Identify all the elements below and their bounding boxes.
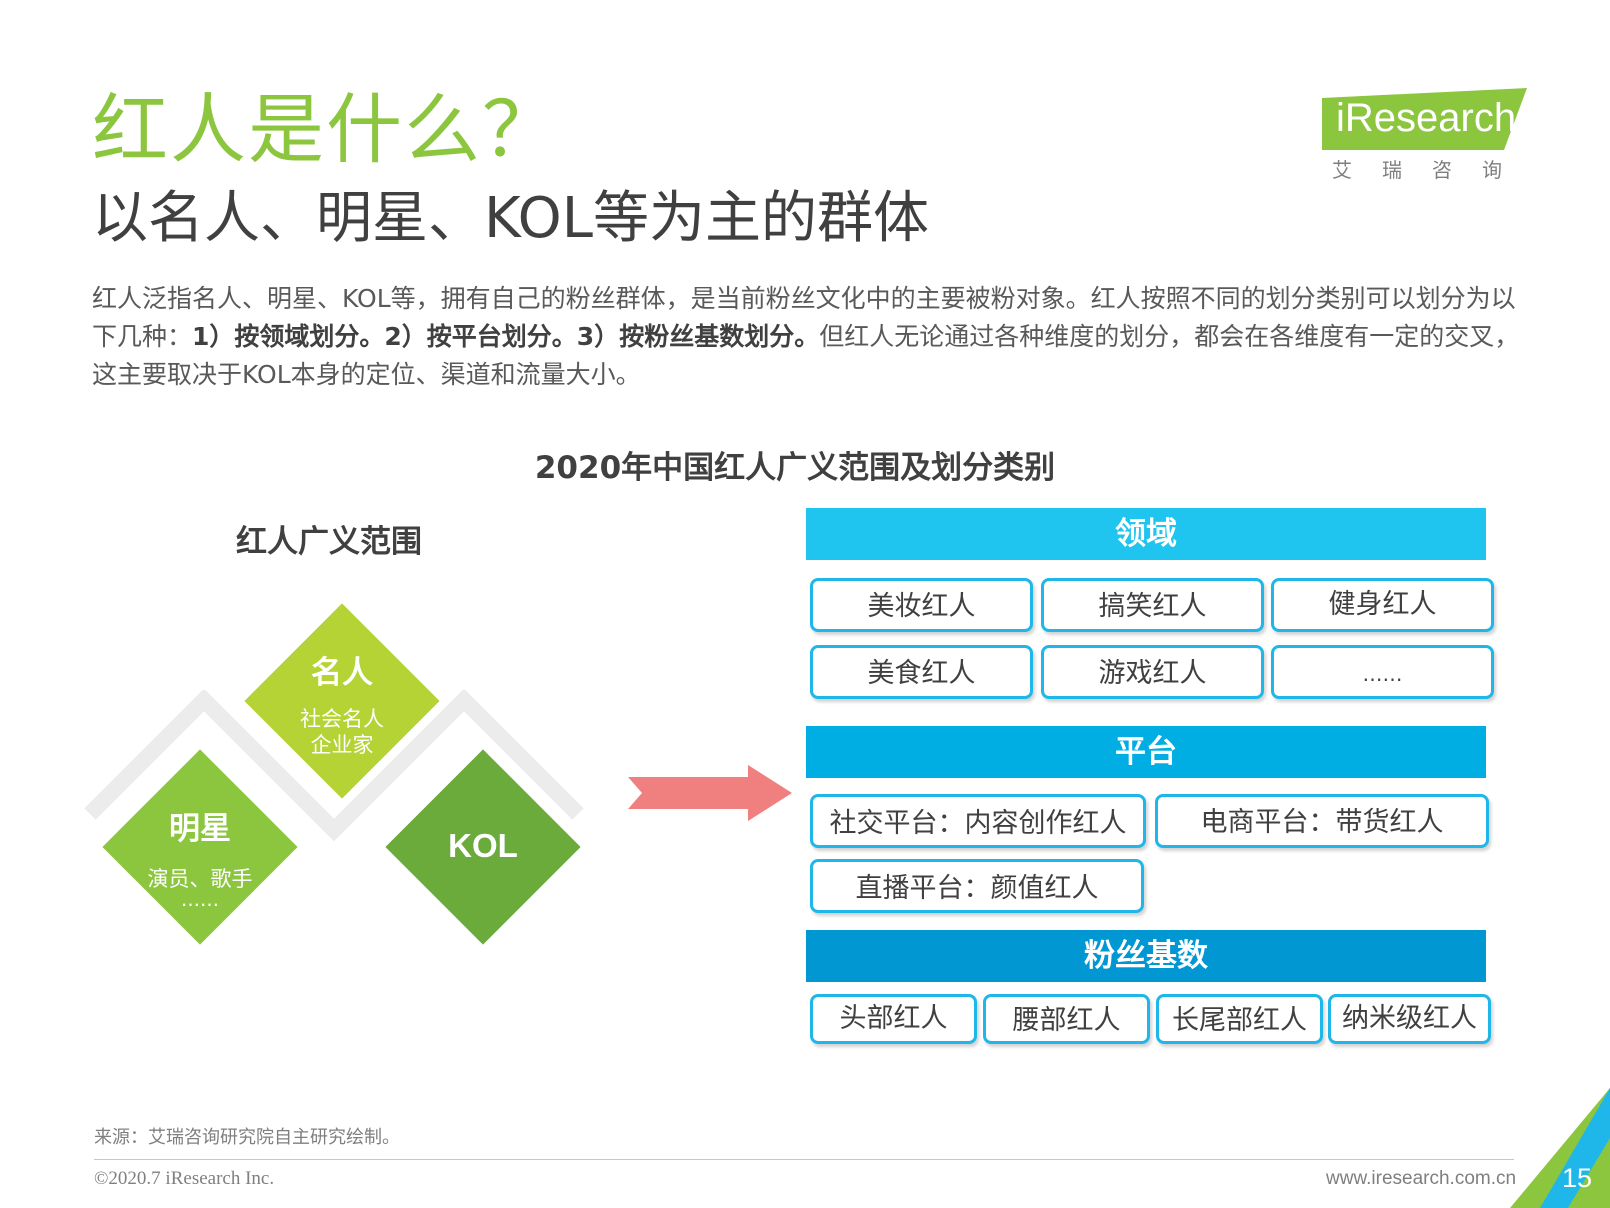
intro-text-2: 但红人无论通过各种维度的划分，都会在各维度有一定的交叉，这主要取决于KOL本身的… bbox=[92, 322, 1520, 389]
diamond-star-line-2: …… bbox=[181, 889, 219, 911]
diamond-celebrity-line-1: 社会名人 bbox=[300, 707, 384, 731]
category-box: 电商平台：带货红人 bbox=[1155, 794, 1489, 848]
category-box: 直播平台：颜值红人 bbox=[810, 859, 1144, 913]
diamond-star-title: 明星 bbox=[169, 811, 231, 847]
category-box: 健身红人 bbox=[1271, 578, 1494, 632]
category-box-more: …… bbox=[1271, 645, 1494, 699]
copyright-text: ©2020.7 iResearch Inc. bbox=[94, 1168, 275, 1189]
diamond-star-line-1: 演员、歌手 bbox=[147, 867, 253, 891]
left-panel-title: 红人广义范围 bbox=[236, 524, 422, 560]
logo-text: iResearch bbox=[1336, 96, 1517, 140]
right-arrow-icon bbox=[628, 765, 792, 821]
category-box: 长尾部红人 bbox=[1156, 994, 1323, 1044]
category-box: 游戏红人 bbox=[1041, 645, 1264, 699]
intro-text-1: 红人泛指名人、明星、KOL等，拥有自己的粉丝群体，是当前粉丝文化中的主要被粉对象… bbox=[92, 284, 1516, 351]
page-subtitle: 以名人、明星、KOL等为主的群体 bbox=[92, 186, 929, 251]
category-box: 头部红人 bbox=[810, 994, 977, 1044]
website-link[interactable]: www.iresearch.com.cn bbox=[1326, 1168, 1517, 1189]
corner-decoration bbox=[1510, 1088, 1610, 1208]
iresearch-logo: iResearch 艾瑞咨询 bbox=[1322, 82, 1532, 182]
intro-paragraph: 红人泛指名人、明星、KOL等，拥有自己的粉丝群体，是当前粉丝文化中的主要被粉对象… bbox=[92, 280, 1532, 394]
source-note: 来源：艾瑞咨询研究院自主研究绘制。 bbox=[94, 1127, 400, 1148]
diamond-celebrity-title: 名人 bbox=[311, 655, 373, 691]
footer-divider bbox=[94, 1159, 1514, 1160]
category-box: 社交平台：内容创作红人 bbox=[810, 794, 1146, 848]
figure-title: 2020年中国红人广义范围及划分类别 bbox=[0, 442, 1610, 487]
section-header-fan-base: 粉丝基数 bbox=[806, 930, 1486, 982]
page-title: 红人是什么？ bbox=[92, 85, 560, 174]
logo-band-shape bbox=[1322, 88, 1527, 150]
diamond-outline-background bbox=[84, 690, 584, 842]
category-box: 美妆红人 bbox=[810, 578, 1033, 632]
section-header-platform: 平台 bbox=[806, 726, 1486, 778]
category-box: 美食红人 bbox=[810, 645, 1033, 699]
diamond-celebrity-line-2: 企业家 bbox=[310, 733, 374, 757]
intro-bold-categories: 1）按领域划分。2）按平台划分。3）按粉丝基数划分。 bbox=[192, 322, 820, 351]
diamond-kol: KOL bbox=[385, 749, 581, 945]
diamond-celebrity: 名人 社会名人 企业家 bbox=[244, 603, 440, 799]
category-box: 搞笑红人 bbox=[1041, 578, 1264, 632]
logo-subtext: 艾瑞咨询 bbox=[1332, 158, 1532, 182]
category-box: 纳米级红人 bbox=[1328, 994, 1491, 1044]
diamond-star: 明星 演员、歌手 …… bbox=[102, 749, 298, 945]
category-box: 腰部红人 bbox=[983, 994, 1150, 1044]
page-number: 15 bbox=[1562, 1163, 1593, 1193]
diamond-kol-title: KOL bbox=[448, 827, 518, 864]
section-header-domain: 领域 bbox=[806, 508, 1486, 560]
figure-title-text: 2020年中国红人广义范围及划分类别 bbox=[534, 450, 1056, 486]
